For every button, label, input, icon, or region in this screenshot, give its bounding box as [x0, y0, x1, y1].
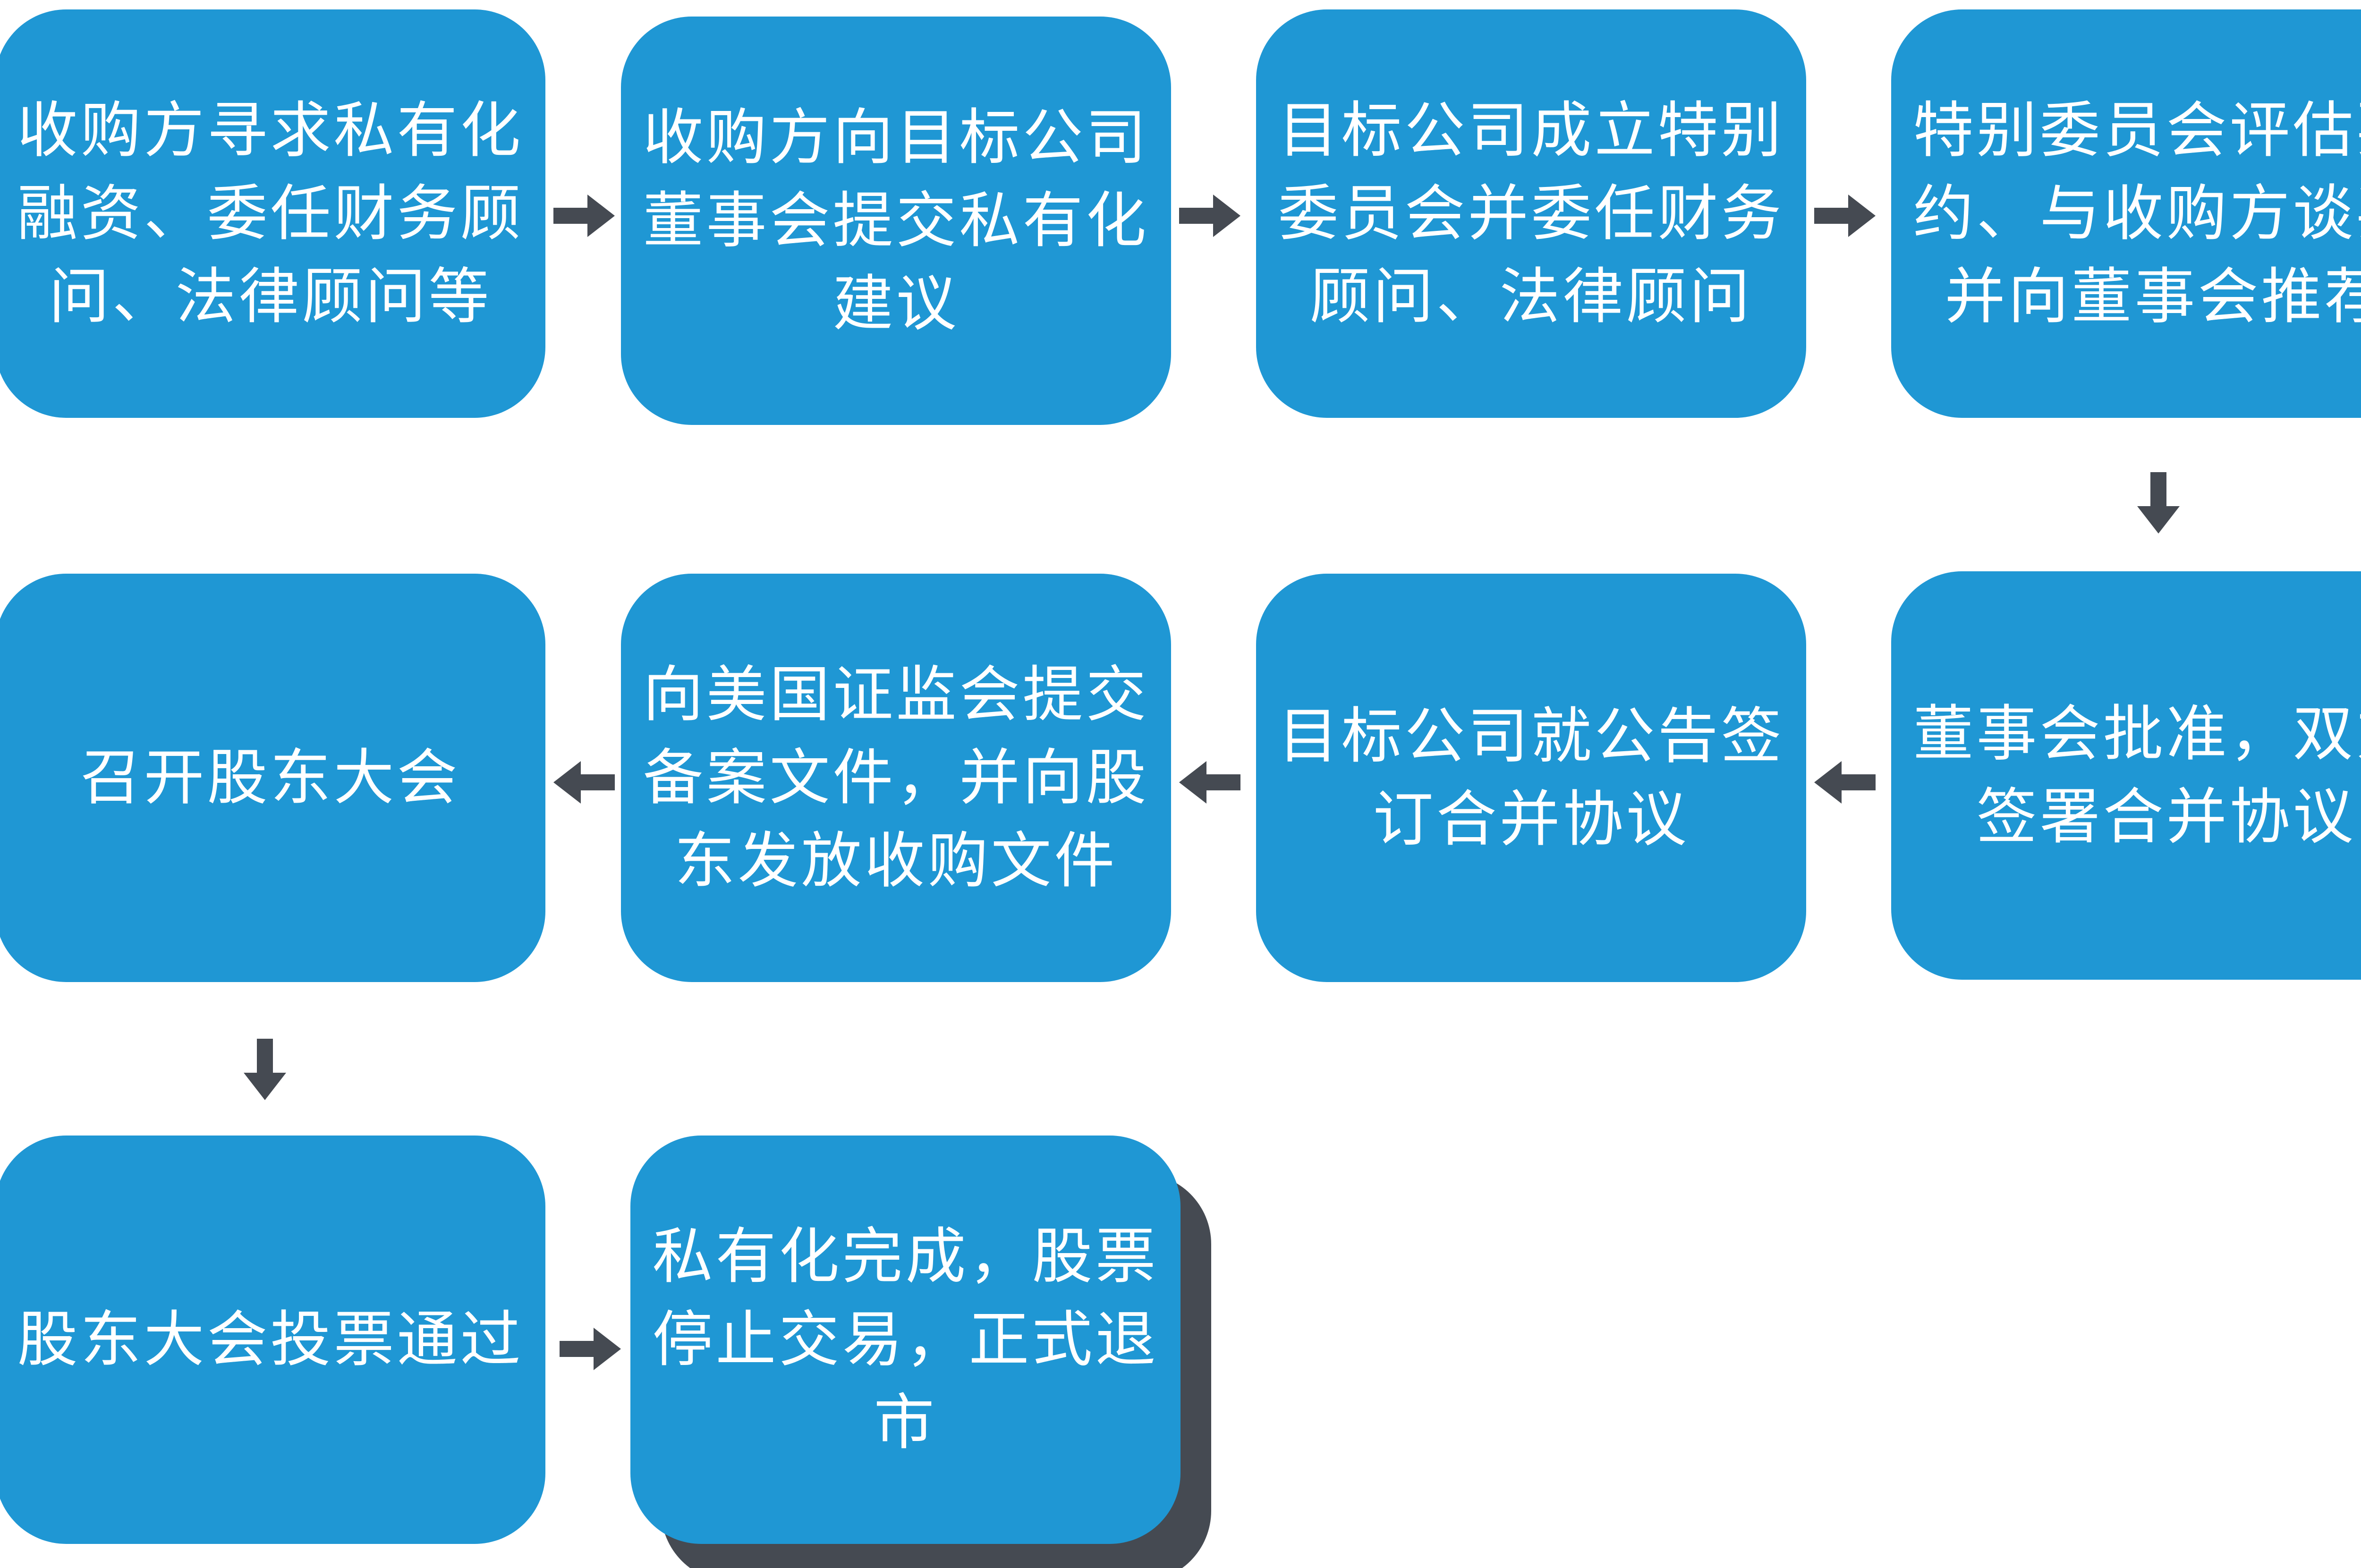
arrow-left-icon — [1814, 761, 1876, 804]
step-5-box: 董事会批准，双方签署合并协议 — [1891, 571, 2361, 980]
step-7-box: 向美国证监会提交备案文件，并向股东发放收购文件 — [621, 574, 1171, 982]
arrow-right-icon — [1179, 195, 1240, 237]
step-8-label: 召开股东大会 — [80, 742, 460, 813]
step-4-label: 特别委员会评估要约、与收购方谈判并向董事会推荐 — [1913, 95, 2361, 332]
arrow-right-icon — [553, 195, 615, 237]
step-9-box: 股东大会投票通过 — [0, 1136, 545, 1544]
step-8-box: 召开股东大会 — [0, 574, 545, 982]
arrow-left-icon — [553, 761, 615, 804]
step-6-label: 目标公司就公告签订合并协议 — [1278, 701, 1784, 855]
step-9-label: 股东大会投票通过 — [17, 1304, 524, 1375]
step-3-box: 目标公司成立特别委员会并委任财务顾问、法律顾问 — [1256, 9, 1806, 418]
step-10-label: 私有化完成，股票停止交易，正式退市 — [652, 1221, 1159, 1458]
step-2-box: 收购方向目标公司董事会提交私有化建议 — [621, 17, 1171, 425]
step-2-label: 收购方向目标公司董事会提交私有化建议 — [643, 102, 1149, 339]
arrow-right-icon — [560, 1328, 621, 1370]
arrow-down-icon — [244, 1039, 286, 1100]
arrow-down-icon — [2137, 472, 2180, 534]
step-3-label: 目标公司成立特别委员会并委任财务顾问、法律顾问 — [1278, 95, 1784, 332]
step-7-label: 向美国证监会提交备案文件，并向股东发放收购文件 — [643, 659, 1149, 896]
arrow-right-icon — [1814, 195, 1876, 237]
step-1-box: 收购方寻求私有化融资、委任财务顾问、法律顾问等 — [0, 9, 545, 418]
step-4-box: 特别委员会评估要约、与收购方谈判并向董事会推荐 — [1891, 9, 2361, 418]
step-6-box: 目标公司就公告签订合并协议 — [1256, 574, 1806, 982]
step-5-label: 董事会批准，双方签署合并协议 — [1913, 698, 2361, 852]
step-1-label: 收购方寻求私有化融资、委任财务顾问、法律顾问等 — [17, 95, 524, 332]
step-10-box: 私有化完成，股票停止交易，正式退市 — [630, 1136, 1180, 1544]
arrow-left-icon — [1179, 761, 1240, 804]
